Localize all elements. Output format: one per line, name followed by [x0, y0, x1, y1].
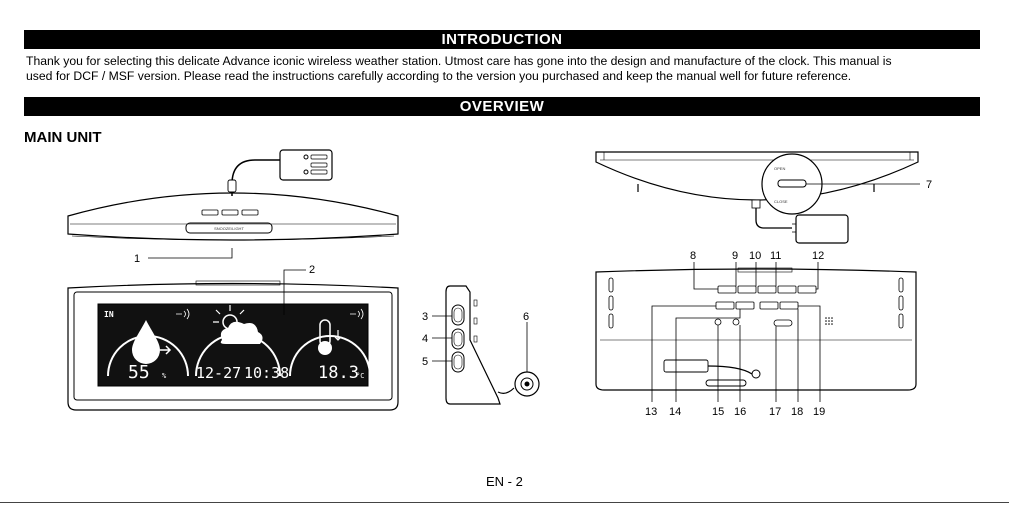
callout-14: 14 [669, 406, 681, 418]
intro-line-2: used for DCF / MSF version. Please read … [26, 69, 852, 83]
top-view: SNOOZE/LIGHT [67, 149, 399, 259]
side-view [432, 285, 540, 405]
humidity-unit: % [162, 372, 167, 380]
svg-text:OPEN: OPEN [774, 166, 785, 171]
date-value: 12-27 [196, 364, 241, 382]
callout-6: 6 [523, 311, 529, 323]
footer-rule [0, 502, 1009, 503]
temperature-unit: °C [356, 372, 364, 380]
main-unit-heading: MAIN UNIT [24, 129, 102, 146]
introduction-banner: INTRODUCTION [24, 30, 980, 49]
callout-3: 3 [422, 311, 428, 323]
callout-17: 17 [769, 406, 781, 418]
callout-12: 12 [812, 250, 824, 262]
callout-19: 19 [813, 406, 825, 418]
page-number: EN - 2 [486, 474, 523, 489]
front-view [67, 269, 399, 411]
callout-5: 5 [422, 356, 428, 368]
callout-9: 9 [732, 250, 738, 262]
indoor-label: IN [104, 310, 114, 319]
callout-7: 7 [926, 179, 932, 191]
time-value: 10:38 [244, 364, 289, 382]
introduction-text: Thank you for selecting this delicate Ad… [26, 54, 980, 84]
callout-13: 13 [645, 406, 657, 418]
rear-top-view: OPEN CLOSE [595, 151, 920, 244]
temperature-value: 18.3 [318, 363, 359, 383]
back-view [595, 262, 917, 402]
callout-2: 2 [309, 264, 315, 276]
callout-15: 15 [712, 406, 724, 418]
callout-18: 18 [791, 406, 803, 418]
callout-1: 1 [134, 253, 140, 265]
callout-8: 8 [690, 250, 696, 262]
callout-16: 16 [734, 406, 746, 418]
callout-10: 10 [749, 250, 761, 262]
callout-11: 11 [770, 250, 781, 262]
intro-line-1: Thank you for selecting this delicate Ad… [26, 54, 892, 68]
overview-banner: OVERVIEW [24, 97, 980, 116]
svg-text:SNOOZE/LIGHT: SNOOZE/LIGHT [214, 226, 244, 231]
humidity-value: 55 [128, 362, 150, 383]
svg-text:CLOSE: CLOSE [774, 199, 788, 204]
callout-4: 4 [422, 333, 428, 345]
